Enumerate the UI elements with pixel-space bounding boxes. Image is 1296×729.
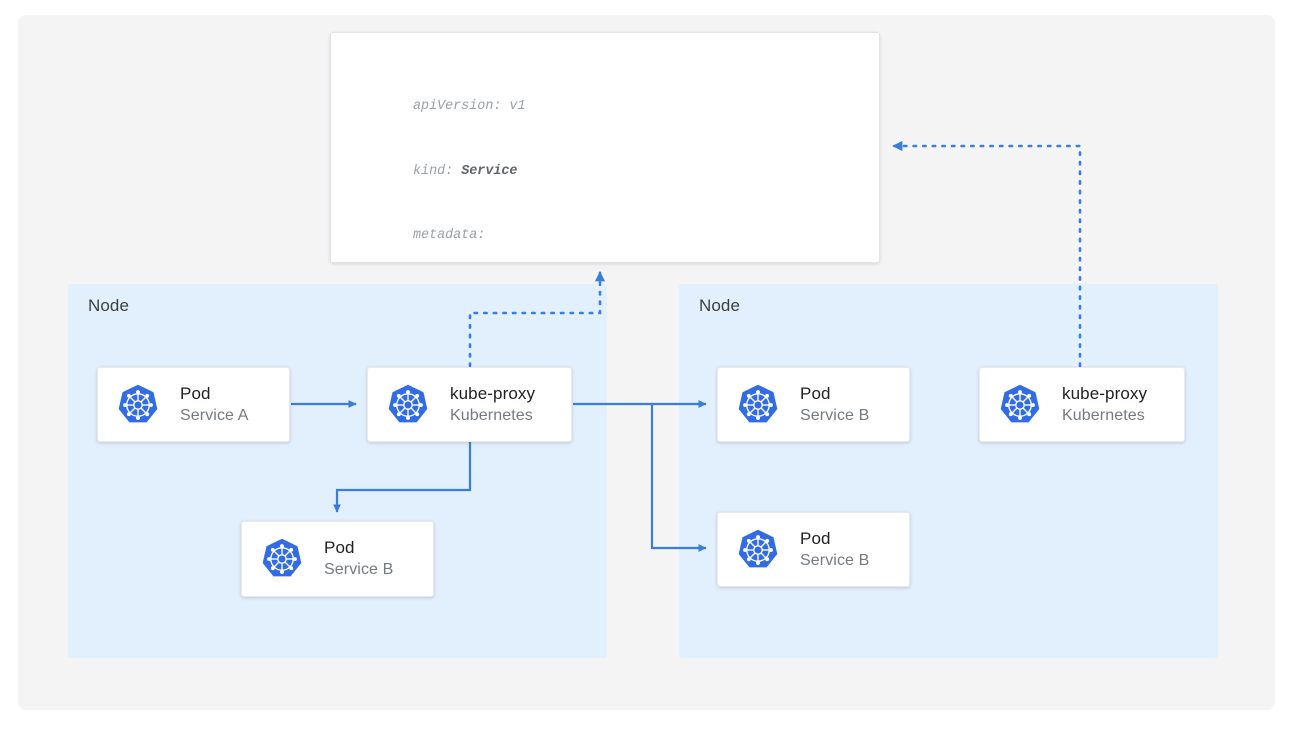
card-pod-service-b-right-node-top[interactable]: Pod Service B — [717, 367, 910, 442]
card-pod-service-a[interactable]: Pod Service A — [97, 367, 290, 442]
node-container-left: Node — [68, 284, 607, 658]
node-container-right: Node — [679, 284, 1218, 658]
card-title: Pod — [180, 383, 211, 403]
card-kube-proxy-left[interactable]: kube-proxy Kubernetes — [367, 367, 572, 442]
yaml-line: apiVersion: v1 — [413, 99, 526, 114]
card-title: kube-proxy — [1062, 383, 1148, 403]
yaml-line: kind: Service — [413, 163, 518, 179]
card-text: Pod Service B — [800, 383, 869, 427]
kubernetes-logo-icon — [118, 384, 158, 422]
card-pod-service-b-left-node[interactable]: Pod Service B — [241, 521, 434, 597]
service-manifest-card: apiVersion: v1 kind: Service metadata: n… — [330, 32, 880, 263]
card-pod-service-b-right-node-bottom[interactable]: Pod Service B — [717, 512, 910, 587]
card-subtitle: Kubernetes — [1062, 406, 1145, 424]
kubernetes-logo-icon — [1000, 384, 1040, 422]
kubernetes-logo-icon — [388, 384, 428, 422]
card-text: kube-proxy Kubernetes — [450, 383, 535, 427]
card-text: kube-proxy Kubernetes — [1062, 383, 1147, 427]
card-subtitle: Service A — [180, 406, 249, 424]
card-subtitle: Kubernetes — [450, 406, 533, 424]
kubernetes-logo-icon — [738, 384, 778, 422]
card-text: Pod Service B — [324, 537, 393, 581]
card-subtitle: Service B — [800, 551, 870, 569]
card-title: kube-proxy — [450, 383, 536, 403]
service-manifest-code: apiVersion: v1 kind: Service metadata: n… — [413, 53, 742, 262]
card-subtitle: Service B — [324, 561, 394, 578]
yaml-line: metadata: — [413, 228, 486, 243]
card-text: Pod Service A — [180, 383, 249, 427]
card-title: Pod — [324, 538, 355, 557]
kubernetes-logo-icon — [262, 538, 302, 577]
card-title: Pod — [800, 528, 831, 548]
kubernetes-logo-icon — [738, 529, 778, 567]
card-text: Pod Service B — [800, 528, 869, 572]
card-title: Pod — [800, 383, 831, 403]
card-subtitle: Service B — [800, 406, 870, 424]
node-label: Node — [88, 296, 130, 315]
card-kube-proxy-right[interactable]: kube-proxy Kubernetes — [979, 367, 1185, 442]
node-label: Node — [699, 296, 741, 315]
